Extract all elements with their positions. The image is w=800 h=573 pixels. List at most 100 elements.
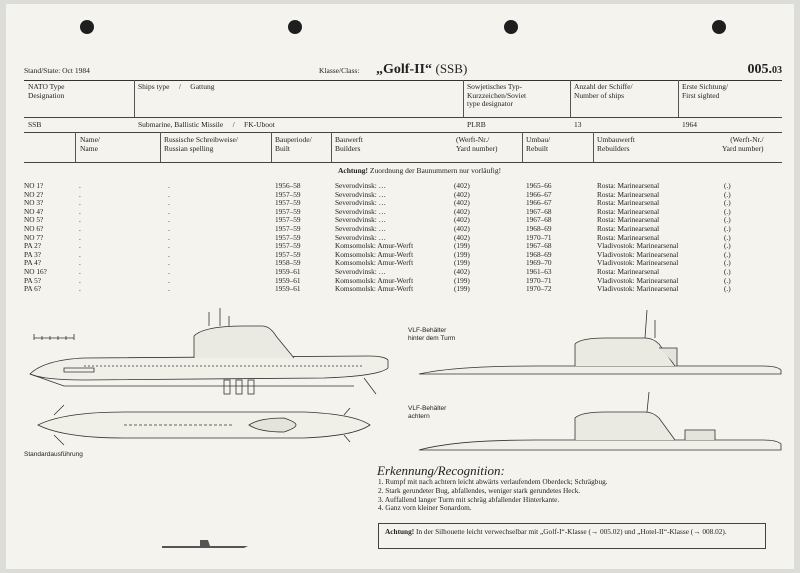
ship-yard2: (.) <box>724 284 731 294</box>
ship-builder: Severodvinsk: … <box>335 232 386 242</box>
ship-russian: . <box>79 206 81 216</box>
soviet-type-header: Sowjetisches Typ- Kurzzeichen/Soviet typ… <box>467 82 527 109</box>
ship-yard2: (.) <box>724 249 731 259</box>
ship-russian: . <box>168 284 170 294</box>
col-rebuilders: Umbauwerft Rebuilders <box>597 135 635 153</box>
divider <box>24 132 782 133</box>
ship-russian: . <box>168 198 170 208</box>
ship-russian: . <box>79 181 81 190</box>
ship-russian: . <box>168 241 170 251</box>
ship-rebuilt: 1966–67 <box>526 198 552 208</box>
ship-yard2: (.) <box>724 266 731 276</box>
ship-rebuilt: 1967–68 <box>526 206 552 216</box>
ship-yard: (402) <box>454 215 470 225</box>
ship-builder: Severodvinsk: … <box>335 181 386 190</box>
ship-yard: (402) <box>454 198 470 208</box>
ship-builder: Komsomolsk: Amur-Werft <box>335 275 414 285</box>
ship-rebuilt: 1967–68 <box>526 215 552 225</box>
soviet-type-value: PLRB <box>467 120 486 129</box>
ship-rebuilder: Rosta: Marinearsenal <box>597 206 660 216</box>
ship-yard: (402) <box>454 223 470 233</box>
ship-builder: Komsomolsk: Amur-Werft <box>335 241 414 251</box>
ship-rebuilt: 1961–63 <box>526 266 552 276</box>
ship-rebuilt: 1970–71 <box>526 232 552 242</box>
ship-name: NO 2? <box>24 189 44 199</box>
ship-yard2: (.) <box>724 215 731 225</box>
ship-rebuilt: 1965–66 <box>526 181 552 190</box>
ship-yard2: (.) <box>724 275 731 285</box>
submarine-variant-tower <box>418 310 782 375</box>
ship-name: PA 6? <box>24 284 41 294</box>
ship-yard2: (.) <box>724 206 731 216</box>
first-sighted-value: 1964 <box>682 120 697 129</box>
ship-russian: . <box>79 215 81 225</box>
divider <box>593 132 594 162</box>
ship-russian: . <box>168 189 170 199</box>
ship-yard: (402) <box>454 189 470 199</box>
ship-rebuilder: Rosta: Marinearsenal <box>597 189 660 199</box>
ship-yard: (402) <box>454 206 470 216</box>
ship-built: 1957–59 <box>275 241 301 251</box>
ship-builder: Severodvinsk: … <box>335 266 386 276</box>
stand-date: Stand/State: Oct 1984 <box>24 66 90 75</box>
submarine-variant-aft <box>418 392 782 451</box>
ship-name: NO 7? <box>24 232 44 242</box>
submarine-silhouette-small <box>162 540 248 548</box>
vlf-tower-caption: VLF-Behälter hinter dem Turm <box>408 327 456 342</box>
ship-built: 1959–61 <box>275 284 301 294</box>
ship-name: NO 6? <box>24 223 44 233</box>
ship-rebuilder: Vladivostok: Marinearsenal <box>597 275 679 285</box>
ship-rebuilder: Rosta: Marinearsenal <box>597 266 660 276</box>
col-built: Bauperiode/ Built <box>275 135 312 153</box>
divider <box>678 80 679 117</box>
assignment-warning: Achtung! Zuordnung der Baunummern nur vo… <box>338 166 502 175</box>
punch-hole <box>80 20 94 34</box>
first-sighted-header: Erste Sichtung/ First sighted <box>682 82 729 100</box>
ship-built: 1959–61 <box>275 275 301 285</box>
punch-hole <box>504 20 518 34</box>
submarine-side-profile <box>29 308 389 395</box>
ship-built: 1957–59 <box>275 232 301 242</box>
ship-russian: . <box>79 241 81 251</box>
ship-rebuilt: 1968–69 <box>526 249 552 259</box>
divider <box>463 80 464 117</box>
nato-type-value: SSB <box>28 120 42 129</box>
ship-name: NO 1? <box>24 181 44 190</box>
ship-name: NO 16? <box>24 266 47 276</box>
ship-built: 1957–59 <box>275 206 301 216</box>
ship-russian: . <box>168 232 170 242</box>
list-item: 4. Ganz vorn kleiner Sonardom. <box>378 503 472 513</box>
ship-builder: Komsomolsk: Amur-Werft <box>335 249 414 259</box>
ship-russian: . <box>168 258 170 268</box>
list-item: 3. Auffallend langer Turm mit schräg abf… <box>378 494 560 504</box>
ship-builder: Severodvinsk: … <box>335 206 386 216</box>
ship-russian: . <box>168 223 170 233</box>
ship-rebuilder: Rosta: Marinearsenal <box>597 181 660 190</box>
num-ships-value: 13 <box>574 120 582 129</box>
col-yard: (Werft-Nr./ Yard number) <box>456 135 498 153</box>
ship-builder: Severodvinsk: … <box>335 215 386 225</box>
ship-yard2: (.) <box>724 241 731 251</box>
ship-built: 1957–59 <box>275 198 301 208</box>
nato-type-header: NATO Type Designation <box>28 82 65 100</box>
ship-rebuilt: 1968–69 <box>526 223 552 233</box>
ship-russian: . <box>79 258 81 268</box>
ship-russian: . <box>168 181 170 190</box>
ship-name: NO 5? <box>24 215 44 225</box>
ship-rebuilt: 1966–67 <box>526 189 552 199</box>
ships-type-value: Submarine, Ballistic Missile / FK-Uboot <box>138 120 275 129</box>
col-name: Name/ Name <box>80 135 100 153</box>
divider <box>331 132 332 162</box>
ship-russian: . <box>79 198 81 208</box>
ship-rebuilder: Rosta: Marinearsenal <box>597 215 660 225</box>
ship-builder: Komsomolsk: Amur-Werft <box>335 284 414 294</box>
